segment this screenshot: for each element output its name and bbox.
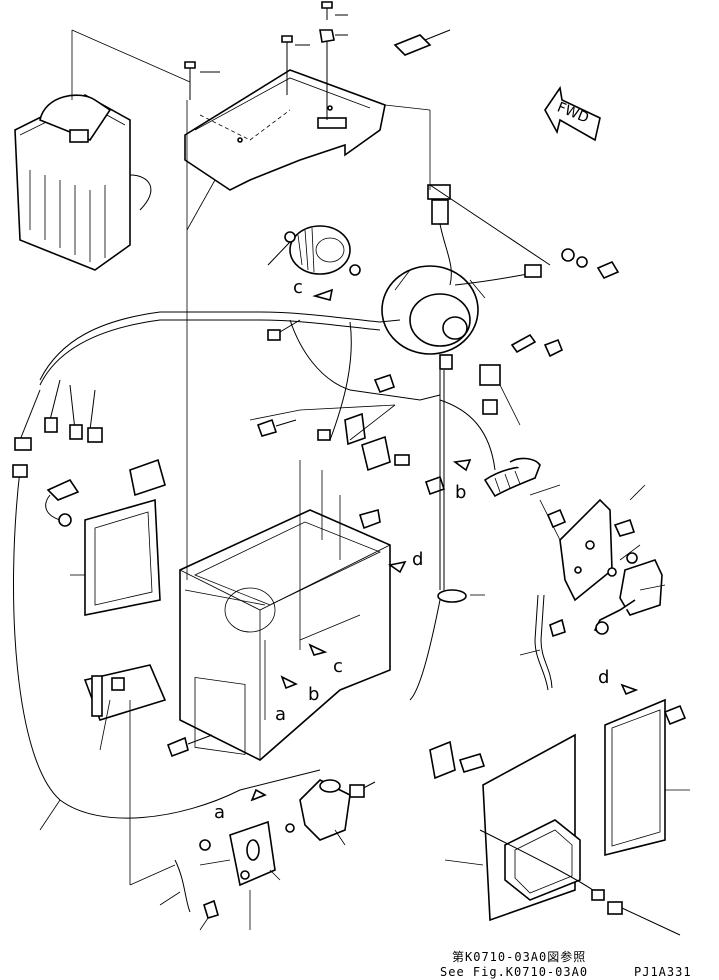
wire-harness: [12, 311, 496, 819]
bolt-part: [166, 734, 213, 758]
figure-reference: See Fig.K0710-03A0: [440, 965, 589, 979]
callout-b: b: [455, 482, 466, 503]
mounting-bracket: [559, 498, 613, 602]
callout-d: d: [598, 667, 609, 688]
gasket-frame: [84, 498, 161, 616]
resistor-part: [317, 412, 410, 472]
callout-b: b: [308, 684, 319, 705]
switch-sensor: [45, 478, 80, 527]
switch-bracket: [229, 820, 276, 887]
heater-core: [14, 94, 152, 271]
figure-reference-japanese: 第K0710-03A0図参照: [452, 950, 587, 964]
water-valve: [593, 552, 663, 635]
clip-part: [393, 29, 451, 56]
bolt-part: [373, 373, 396, 394]
blower-fan: [267, 225, 361, 276]
screw-part: [184, 61, 220, 100]
callout-c: c: [293, 277, 303, 298]
right-connectors: [429, 184, 620, 415]
bolt-part: [256, 418, 297, 437]
figure-code: PJ1A331: [634, 965, 692, 979]
side-panel: [83, 664, 167, 721]
bolt-part: [546, 508, 636, 537]
cover-panel: [604, 698, 666, 857]
blower-motor: [381, 265, 486, 355]
heater-case: [179, 509, 391, 761]
top-cover-plate: [184, 69, 386, 191]
callout-d: d: [412, 549, 423, 570]
bolt-part: [663, 704, 687, 726]
callout-a: a: [275, 704, 286, 725]
screw-part: [281, 35, 310, 95]
bolt-part: [358, 508, 381, 530]
screw-part: [319, 1, 348, 120]
small-hose: [174, 823, 295, 919]
leader-lines: [39, 29, 690, 931]
fwd-direction-marker: FWD: [544, 85, 601, 142]
outlet-connector: [479, 829, 681, 936]
bolt-part: [424, 475, 446, 496]
actuator-motor: [299, 779, 376, 841]
air-outlet-duct: [482, 733, 581, 922]
callout-c: c: [333, 656, 343, 677]
motor-connector: [427, 184, 452, 286]
callout-a: a: [214, 802, 225, 823]
relay-part: [429, 740, 486, 780]
small-pipe: [534, 594, 566, 691]
duct-hose: [483, 457, 541, 498]
filter-pad: [129, 458, 166, 497]
drain-hose: [409, 370, 467, 701]
direction-arrows: [250, 288, 639, 802]
